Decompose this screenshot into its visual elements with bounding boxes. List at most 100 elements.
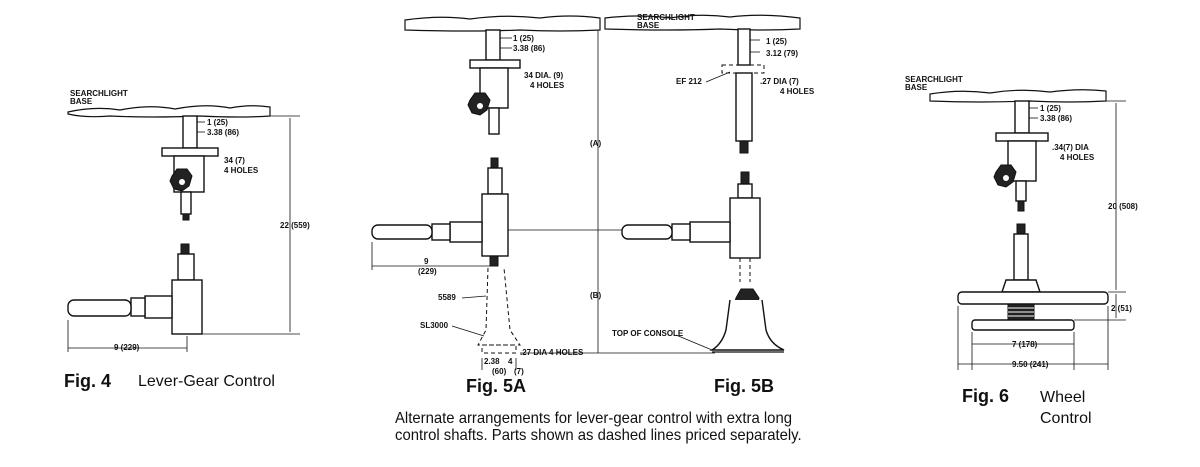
fig5a-width-dim-2: (229) [418,267,437,276]
fig6-holes-1: .34(7) DIA [1052,143,1089,152]
fig6-dim-top1: 1 (25) [1040,104,1061,113]
fig5b-holes-1: .27 DIA (7) [760,77,799,86]
fig6-base-plate [971,319,1075,331]
fig6-searchlight-base [929,89,1107,103]
fig5-arrangements: SEARCHLIGHT BASE 1 (25) 3.38 (86) 34 DIA… [371,13,815,396]
fig5a-bottom-dim1-2: (60) [492,367,507,376]
fig6-height-dim: 20 (508) [1108,202,1138,211]
fig5b-part-ef212: EF 212 [676,77,702,86]
fig5b-lower-shaft [737,183,753,199]
fig4-width-dim: 9 (229) [114,343,140,352]
fig5a-dashed-base [481,344,517,354]
fig6-name-2: Control [1040,410,1092,427]
fig5a-part-sl3000: SL3000 [420,321,449,330]
fig5a-lower-shaft [487,167,503,195]
fig6-base-label-2: BASE [905,83,928,92]
fig5b-shaft-tip [739,140,749,154]
fig5b-dim-top1: 1 (25) [766,37,787,46]
fig5-base-label-2: BASE [637,21,660,30]
fig6-base-label-1: SEARCHLIGHT [905,75,963,84]
fig4-lever-mid [130,297,146,317]
fig6-wheel-control: SEARCHLIGHT BASE 1 (25) 3.38 (86) .34(7)… [905,75,1138,427]
fig5a-width-dim-1: 9 [424,257,429,266]
fig4-upper-shaft [182,115,198,149]
fig5a-bottom-tip [489,255,499,267]
fig5a-searchlight-base [404,15,601,32]
fig5a-bottom-dim2-2: (7) [514,367,524,376]
fig5b-dashed-shaft [739,258,751,282]
fig5b-lever-handle [621,224,673,240]
fig6-wheel-rim [957,291,1109,305]
fig6-hub [1001,279,1041,293]
fig6-lower-tip [1016,223,1026,235]
fig5-leader-line [461,295,487,299]
fig4-base-label-1: SEARCHLIGHT [70,89,128,98]
fig5b-lever-mid [671,223,691,241]
fig4-name: Lever-Gear Control [138,373,275,390]
fig6-lower-shaft [1013,233,1029,281]
fig5b-dashed-flange [721,64,765,74]
fig6-number: Fig. 6 [962,386,1009,406]
fig4-lower-shaft [177,253,195,281]
fig6-upper-shaft [1014,100,1030,134]
fig5b-extension-shaft [735,72,753,142]
fig4-dim-top1: 1 (25) [207,118,228,127]
fig4-holes-2: 4 HOLES [224,166,259,175]
fig4-knob-hub [179,179,185,185]
fig5a-flange [469,59,521,69]
fig5a-bottom-dim2-1: 4 [508,357,513,366]
fig6-gear-stub [1015,180,1027,202]
fig6-knob-hub [1003,175,1009,181]
fig4-holes-1: 34 (7) [224,156,245,165]
fig5a-dashed-shaft [477,267,521,346]
fig5a-knob-hub [477,103,483,109]
fig5-top-of-console: TOP OF CONSOLE [612,329,684,338]
fig5b-searchlight-base [604,14,801,31]
fig4-dim-top2: 3.38 (86) [207,128,239,137]
fig6-spring-coils [1008,307,1034,317]
fig5a-lower-tip [490,157,499,169]
fig5b-lower-tip [740,171,750,185]
fig5-leader-line [705,71,731,83]
fig5-leader-line [451,325,485,337]
fig5a-dim-top1: 1 (25) [513,34,534,43]
fig5b-lower-housing [729,197,761,259]
fig5b-lever-collar [689,221,731,243]
fig5a-bottom-holes: .27 DIA 4 HOLES [520,348,584,357]
fig5b-number: Fig. 5B [714,376,774,396]
fig6-dim-top2: 3.38 (86) [1040,114,1072,123]
fig5a-lever-mid [431,223,451,241]
fig4-lower-housing [171,279,203,335]
fig5b-upper-shaft [737,28,751,66]
caption-line-2: control shafts. Parts shown as dashed li… [395,427,802,444]
fig6-flange [995,132,1049,142]
fig5-dim-a: (A) [590,139,601,148]
fig5a-number: Fig. 5A [466,376,526,396]
fig4-stub-tip [182,213,190,221]
caption-line-1: Alternate arrangements for lever-gear co… [395,410,792,427]
fig4-lower-tip [180,243,190,255]
fig5a-lever-handle [371,224,433,240]
fig4-lever-handle [67,299,132,317]
fig5b-dim-top2: 3.12 (79) [766,49,798,58]
fig5a-lever-collar [449,221,483,243]
fig5-dim-b: (B) [590,291,601,300]
fig5b-holes-2: 4 HOLES [780,87,815,96]
fig5b-pedestal [709,299,785,351]
fig5a-holes-1: 34 DIA. (9) [524,71,563,80]
fig4-searchlight-base [67,105,271,118]
fig5-leader-line [675,334,713,351]
fig4-number: Fig. 4 [64,371,111,391]
fig4-base-label-2: BASE [70,97,93,106]
fig4-flange [161,147,219,157]
fig6-holes-2: 4 HOLES [1060,153,1095,162]
fig4-gear-stub [180,191,192,215]
fig5a-part-5589: 5589 [438,293,456,302]
fig4-lever-collar [144,295,173,319]
fig5a-gear-stub [488,107,500,135]
fig5a-lower-housing [481,193,509,257]
fig6-inner-dim: 7 (178) [1012,340,1038,349]
fig6-stub-tip [1017,200,1025,212]
